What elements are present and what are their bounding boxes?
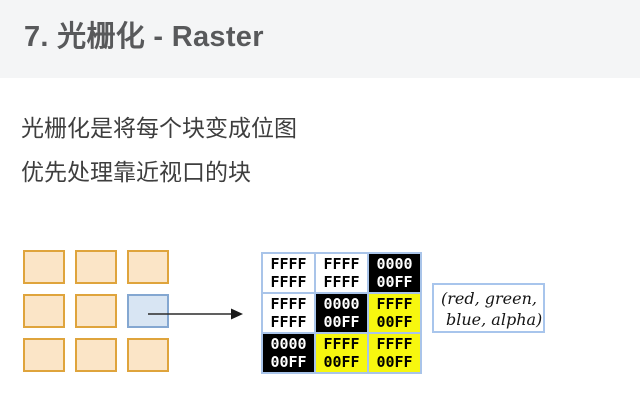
bitmap-cell: FFFF FFFF (316, 254, 367, 292)
hex-value: FFFF (376, 295, 413, 313)
hex-value: 00FF (323, 353, 360, 371)
tile (23, 250, 65, 284)
hex-value: FFFF (376, 335, 413, 353)
hex-value: FFFF (323, 335, 360, 353)
bitmap-cell: FFFF 00FF (369, 334, 420, 372)
hex-value: 00FF (323, 313, 360, 331)
bitmap-cell: 0000 00FF (263, 334, 314, 372)
hex-value: 00FF (376, 313, 413, 331)
bitmap-cell: FFFF 00FF (369, 294, 420, 332)
hex-value: 0000 (323, 295, 360, 313)
tile (75, 338, 117, 372)
hex-value: 00FF (376, 273, 413, 291)
tile (75, 250, 117, 284)
bitmap-cell: 0000 00FF (316, 294, 367, 332)
hex-value: FFFF (270, 255, 307, 273)
bitmap-table: FFFF FFFF FFFF FFFF 0000 00FF FFFF FFFF … (261, 252, 422, 374)
bitmap-cell: 0000 00FF (369, 254, 420, 292)
bitmap-cell: FFFF FFFF (263, 254, 314, 292)
hex-value: FFFF (270, 273, 307, 291)
header-band: 7. 光栅化 - Raster (0, 0, 640, 78)
hex-value: 00FF (376, 353, 413, 371)
tile (75, 294, 117, 328)
body-text-line-1: 光栅化是将每个块变成位图 (21, 115, 297, 141)
hex-value: 00FF (270, 353, 307, 371)
rgba-label-box: (red, green, blue, alpha) (432, 283, 545, 333)
tile-grid (23, 250, 169, 372)
bitmap-cell: FFFF 00FF (316, 334, 367, 372)
hex-value: FFFF (270, 295, 307, 313)
tile (23, 338, 65, 372)
bitmap-cell: FFFF FFFF (263, 294, 314, 332)
slide-title: 7. 光栅化 - Raster (24, 21, 264, 53)
rgba-label-line-1: (red, green, (441, 289, 537, 308)
hex-value: 0000 (376, 255, 413, 273)
tile (127, 250, 169, 284)
arrow-icon (148, 308, 243, 320)
tile (23, 294, 65, 328)
rgba-label-line-2: blue, alpha) (446, 310, 543, 329)
highlighted-tile (127, 294, 169, 328)
body-text-line-2: 优先处理靠近视口的块 (21, 159, 251, 185)
hex-value: FFFF (270, 313, 307, 331)
tile (127, 338, 169, 372)
hex-value: FFFF (323, 273, 360, 291)
hex-value: FFFF (323, 255, 360, 273)
hex-value: 0000 (270, 335, 307, 353)
